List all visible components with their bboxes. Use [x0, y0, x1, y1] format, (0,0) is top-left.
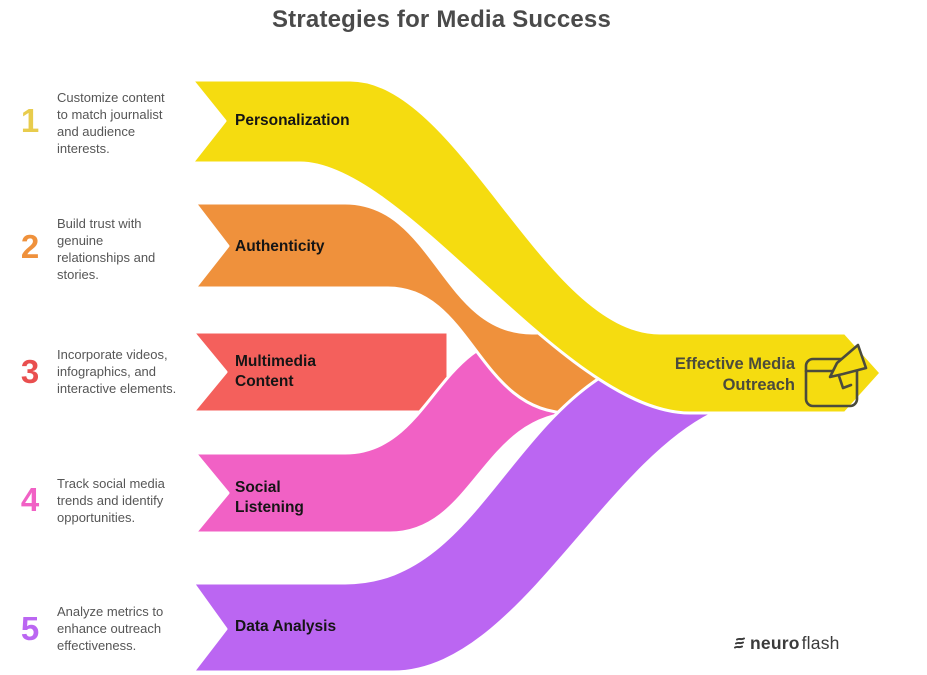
- megaphone-horn: [828, 343, 868, 379]
- step-number-2: 2: [20, 228, 40, 265]
- band-label-social-listening: Social Listening: [235, 479, 304, 516]
- page-title: Strategies for Media Success: [271, 6, 612, 33]
- step-description-1: Customize content to match journalist an…: [57, 90, 165, 156]
- flash-icon: [734, 637, 745, 649]
- band-label-data-analysis: Data Analysis: [235, 618, 337, 635]
- band-label-multimedia-content: Multimedia Content: [235, 353, 316, 390]
- step-description-5: Analyze metrics to enhance outreach effe…: [57, 604, 164, 653]
- band-personalization-outcome-arrow: [190, 78, 883, 415]
- brand-name-light: flash: [801, 632, 840, 653]
- outcome-label: Effective Media Outreach: [674, 355, 795, 394]
- card-shape: [804, 357, 859, 408]
- band-label-authenticity: Authenticity: [235, 238, 325, 255]
- step-number-3: 3: [20, 353, 40, 390]
- step-description-2: Build trust with genuine relationships a…: [57, 216, 156, 282]
- step-number-4: 4: [20, 481, 40, 518]
- step-description-4: Track social media trends and identify o…: [57, 476, 165, 525]
- step-number-5: 5: [20, 610, 40, 647]
- step-description-3: Incorporate videos, infographics, and in…: [57, 347, 177, 396]
- brand-name-bold: neuro: [750, 632, 800, 653]
- megaphone-handle: [837, 374, 853, 390]
- band-label-personalization: Personalization: [235, 112, 350, 129]
- step-number-1: 1: [20, 102, 40, 139]
- band-multimedia-content: [191, 330, 450, 414]
- megaphone-card-icon: [804, 343, 868, 408]
